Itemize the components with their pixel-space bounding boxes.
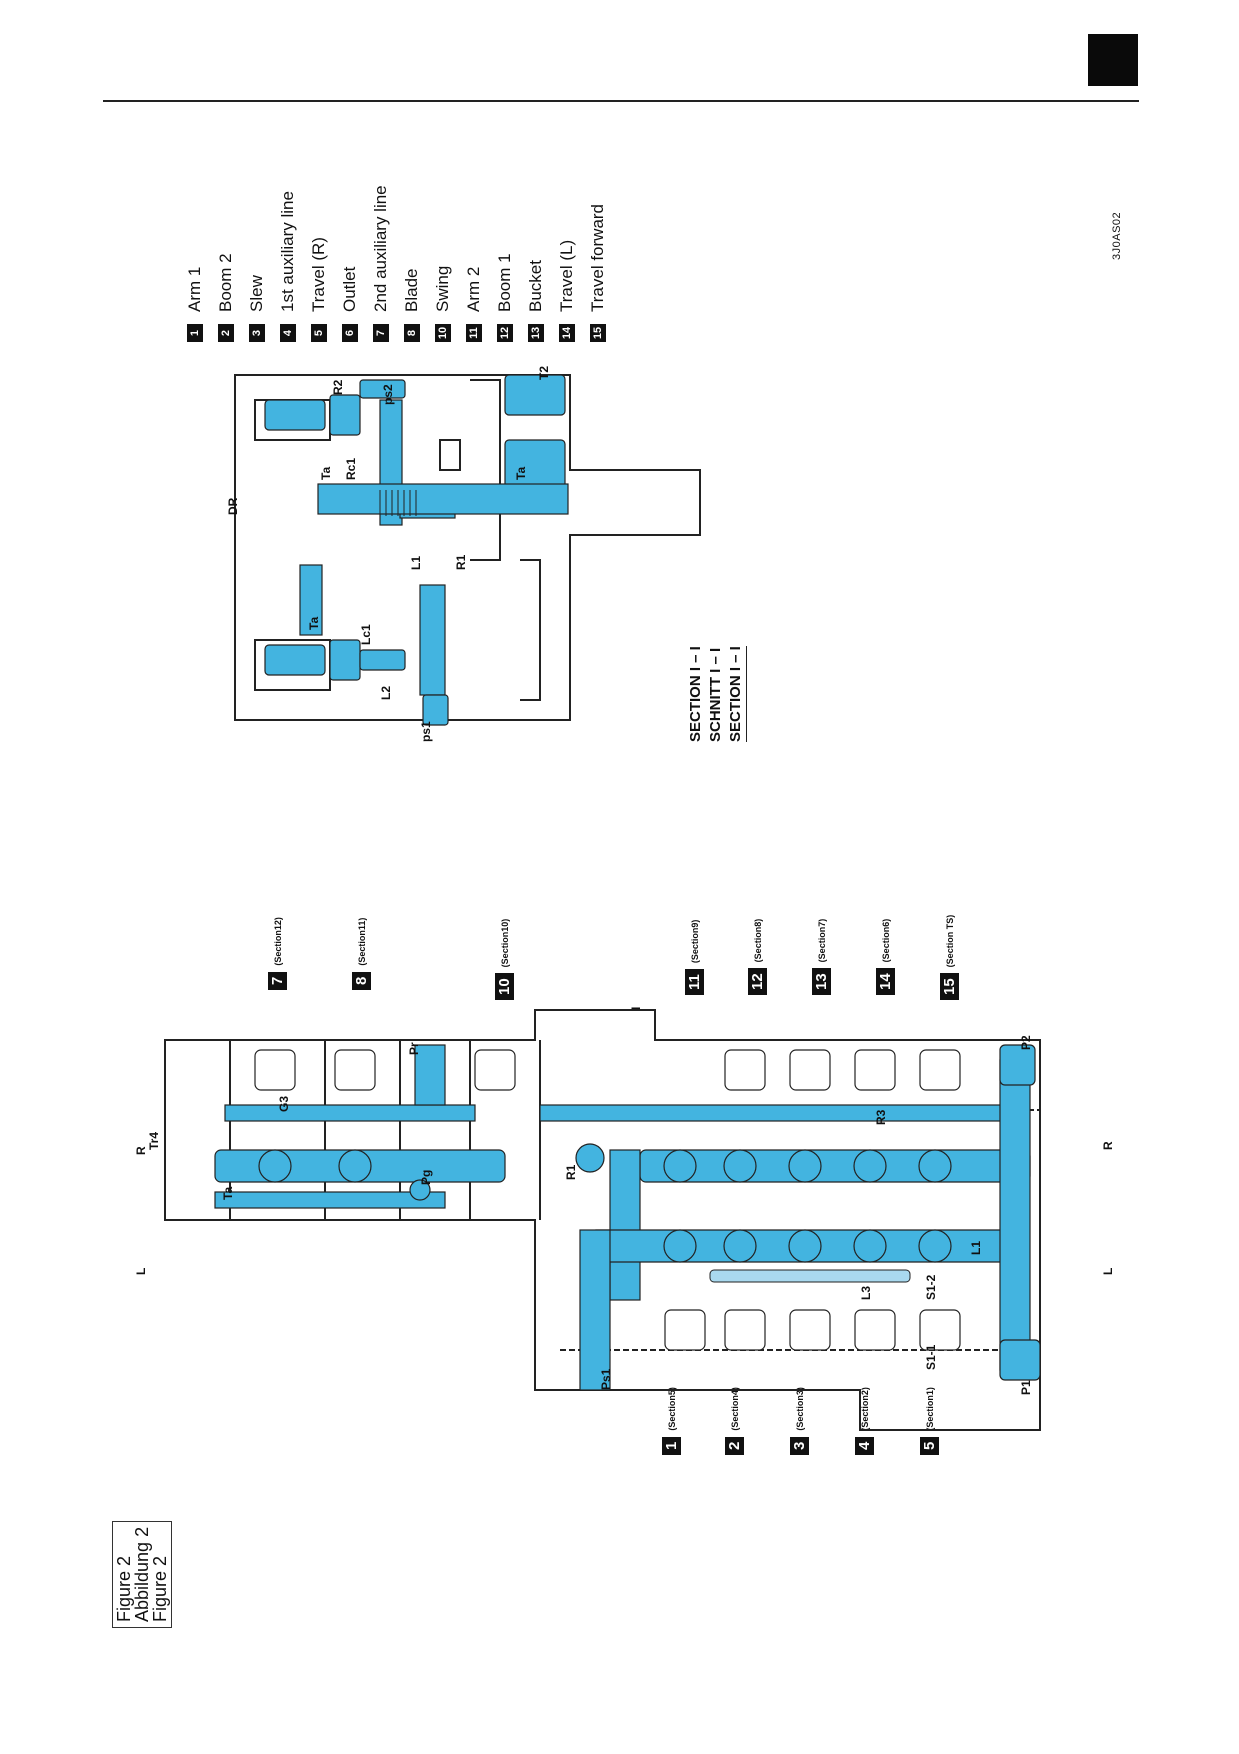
label-ta: Ta (221, 1187, 235, 1200)
label-l1: L1 (409, 556, 423, 570)
label-l-left: L (134, 1268, 148, 1275)
label-r-right: R (1101, 1141, 1115, 1150)
page-tab-marker (1088, 34, 1138, 86)
main-pilot-passage (709, 1269, 911, 1283)
label-s1-1: S1-1 (924, 1344, 938, 1370)
label-g3: G3 (277, 1096, 291, 1112)
label-r1-main: R1 (564, 1164, 578, 1180)
label-rc1: Rc1 (344, 458, 358, 480)
section-fluid-passages (264, 374, 569, 726)
label-ps1-main: Ps1 (599, 1368, 613, 1390)
label-l2: L2 (379, 686, 393, 700)
label-l3: L3 (859, 1286, 873, 1300)
main-spools (254, 1049, 961, 1351)
main-fluid-passages (214, 1044, 1041, 1391)
label-pg: Pg (419, 1170, 433, 1185)
label-s1-2: S1-2 (924, 1274, 938, 1300)
label-ta1: Ta (319, 467, 333, 480)
label-t2: T2 (537, 366, 551, 380)
section-port-labels: DR R2 ps2 Rc1 Ta Ta Ta T2 L1 R1 Lc1 L2 p… (226, 366, 551, 742)
label-pr: Pr (407, 1042, 421, 1055)
label-l-right: L (1101, 1268, 1115, 1275)
label-lc1: Lc1 (359, 624, 373, 645)
label-r1: R1 (454, 554, 468, 570)
label-tr4: Tr4 (147, 1132, 161, 1150)
header-rule (103, 100, 1139, 102)
label-ta2: Ta (514, 467, 528, 480)
label-cut-i-top: I (629, 1007, 643, 1010)
label-l1-main: L1 (969, 1241, 983, 1255)
label-r3: R3 (874, 1109, 888, 1125)
label-ps1: ps1 (419, 721, 433, 742)
label-r-left: R (134, 1146, 148, 1155)
main-port-labels: L R L R Tr4 Ta G3 Pg Pr R1 R3 P1 P2 Ps1 … (134, 1007, 1115, 1395)
label-p1: P1 (1019, 1380, 1033, 1395)
label-p2: P2 (1019, 1035, 1033, 1050)
section-thread-lines (379, 490, 417, 516)
label-r2: R2 (331, 379, 345, 395)
label-dr: DR (226, 497, 240, 515)
label-ps2: ps2 (381, 384, 395, 405)
label-ta3: Ta (307, 617, 321, 630)
